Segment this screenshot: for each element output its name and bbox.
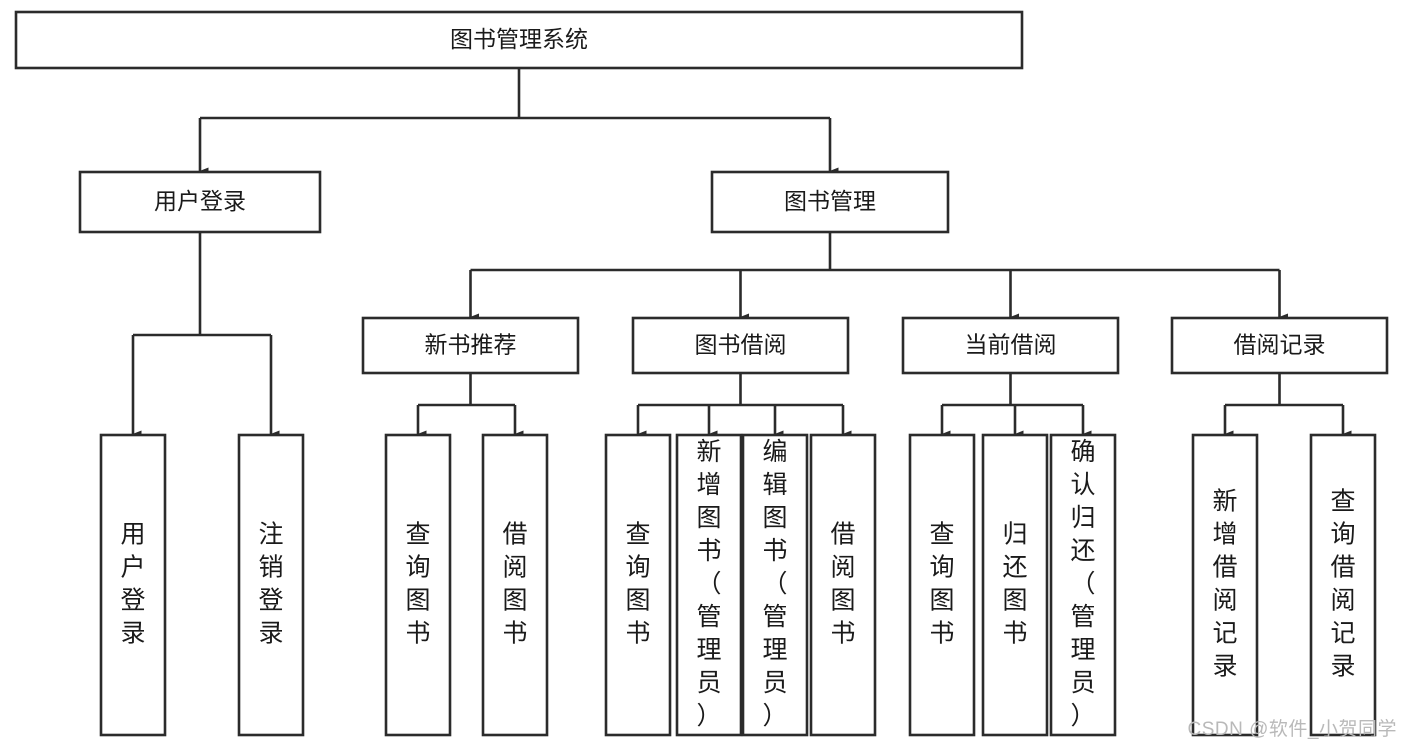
edges-layer	[131, 68, 1352, 438]
node-leaf-query-book-cur[interactable]: 查询图书	[908, 433, 976, 737]
node-label-book-borrow: 图书借阅	[695, 332, 787, 358]
node-book-manage[interactable]: 图书管理	[710, 170, 950, 234]
node-box-book-manage[interactable]	[710, 170, 950, 234]
node-leaf-user-login[interactable]: 用户登录	[99, 433, 167, 737]
watermark-label: CSDN @软件_小贺同学	[1187, 719, 1397, 740]
node-box-book-borrow[interactable]	[631, 316, 850, 375]
node-box-leaf-logout[interactable]	[237, 433, 305, 737]
node-box-leaf-query-book-cur[interactable]	[908, 433, 976, 737]
node-label-leaf-query-record: 查询借阅记录	[1330, 487, 1355, 680]
node-box-leaf-query-record[interactable]	[1309, 433, 1377, 737]
node-label-leaf-add-record: 新增借阅记录	[1212, 487, 1237, 680]
node-label-leaf-borrow-book: 借阅图书	[830, 520, 855, 647]
node-label-undefined: 图书管理系统	[450, 26, 588, 52]
node-leaf-query-record[interactable]: 查询借阅记录	[1309, 433, 1377, 737]
node-box-leaf-borrow-book[interactable]	[809, 433, 877, 737]
node-leaf-query-book-borrow[interactable]: 查询图书	[604, 433, 672, 737]
node-label-new-book-rec: 新书推荐	[425, 332, 517, 358]
node-box-leaf-query-book-rec[interactable]	[384, 433, 452, 737]
node-label-borrow-record: 借阅记录	[1234, 332, 1326, 358]
node-label-current-borrow: 当前借阅	[965, 332, 1057, 358]
node-label-leaf-borrow-book-rec: 借阅图书	[502, 520, 527, 647]
node-box-leaf-user-login[interactable]	[99, 433, 167, 737]
node-new-book-rec[interactable]: 新书推荐	[361, 316, 580, 375]
node-label-leaf-logout: 注销登录	[258, 520, 283, 647]
node-user-login[interactable]: 用户登录	[78, 170, 322, 234]
node-label-leaf-query-book-borrow: 查询图书	[625, 520, 650, 647]
node-box-leaf-query-book-borrow[interactable]	[604, 433, 672, 737]
node-leaf-add-record[interactable]: 新增借阅记录	[1191, 433, 1259, 737]
node-leaf-add-book[interactable]: 新增图书（管理员）	[675, 433, 743, 737]
node-box-leaf-return-book[interactable]	[981, 433, 1049, 737]
node-leaf-borrow-book[interactable]: 借阅图书	[809, 433, 877, 737]
node-current-borrow[interactable]: 当前借阅	[901, 316, 1120, 375]
node-leaf-borrow-book-rec[interactable]: 借阅图书	[481, 433, 549, 737]
node-label-book-manage: 图书管理	[784, 188, 876, 214]
node-box-current-borrow[interactable]	[901, 316, 1120, 375]
node-leaf-logout[interactable]: 注销登录	[237, 433, 305, 737]
node-leaf-return-book[interactable]: 归还图书	[981, 433, 1049, 737]
node-borrow-record[interactable]: 借阅记录	[1170, 316, 1389, 375]
node-box-leaf-add-record[interactable]	[1191, 433, 1259, 737]
node-box-undefined[interactable]	[14, 10, 1024, 70]
node-undefined[interactable]: 图书管理系统	[14, 10, 1024, 70]
node-label-leaf-confirm-return: 确认归还（管理员）	[1070, 438, 1095, 730]
node-label-leaf-user-login: 用户登录	[120, 520, 145, 647]
node-label-leaf-add-book: 新增图书（管理员）	[696, 438, 721, 730]
node-label-leaf-return-book: 归还图书	[1002, 520, 1027, 647]
node-label-user-login: 用户登录	[154, 188, 246, 214]
node-box-leaf-confirm-return[interactable]	[1049, 433, 1117, 737]
node-leaf-confirm-return[interactable]: 确认归还（管理员）	[1049, 433, 1117, 737]
node-box-new-book-rec[interactable]	[361, 316, 580, 375]
node-leaf-edit-book[interactable]: 编辑图书（管理员）	[741, 433, 809, 737]
node-box-leaf-add-book[interactable]	[675, 433, 743, 737]
node-leaf-query-book-rec[interactable]: 查询图书	[384, 433, 452, 737]
node-label-leaf-query-book-rec: 查询图书	[405, 520, 430, 647]
node-box-leaf-borrow-book-rec[interactable]	[481, 433, 549, 737]
node-label-leaf-query-book-cur: 查询图书	[929, 520, 954, 647]
node-box-leaf-edit-book[interactable]	[741, 433, 809, 737]
nodes-layer: 图书管理系统用户登录图书管理新书推荐图书借阅当前借阅借阅记录用户登录注销登录查询…	[14, 10, 1389, 737]
node-box-borrow-record[interactable]	[1170, 316, 1389, 375]
node-label-leaf-edit-book: 编辑图书（管理员）	[762, 438, 787, 730]
node-box-user-login[interactable]	[78, 170, 322, 234]
node-book-borrow[interactable]: 图书借阅	[631, 316, 850, 375]
